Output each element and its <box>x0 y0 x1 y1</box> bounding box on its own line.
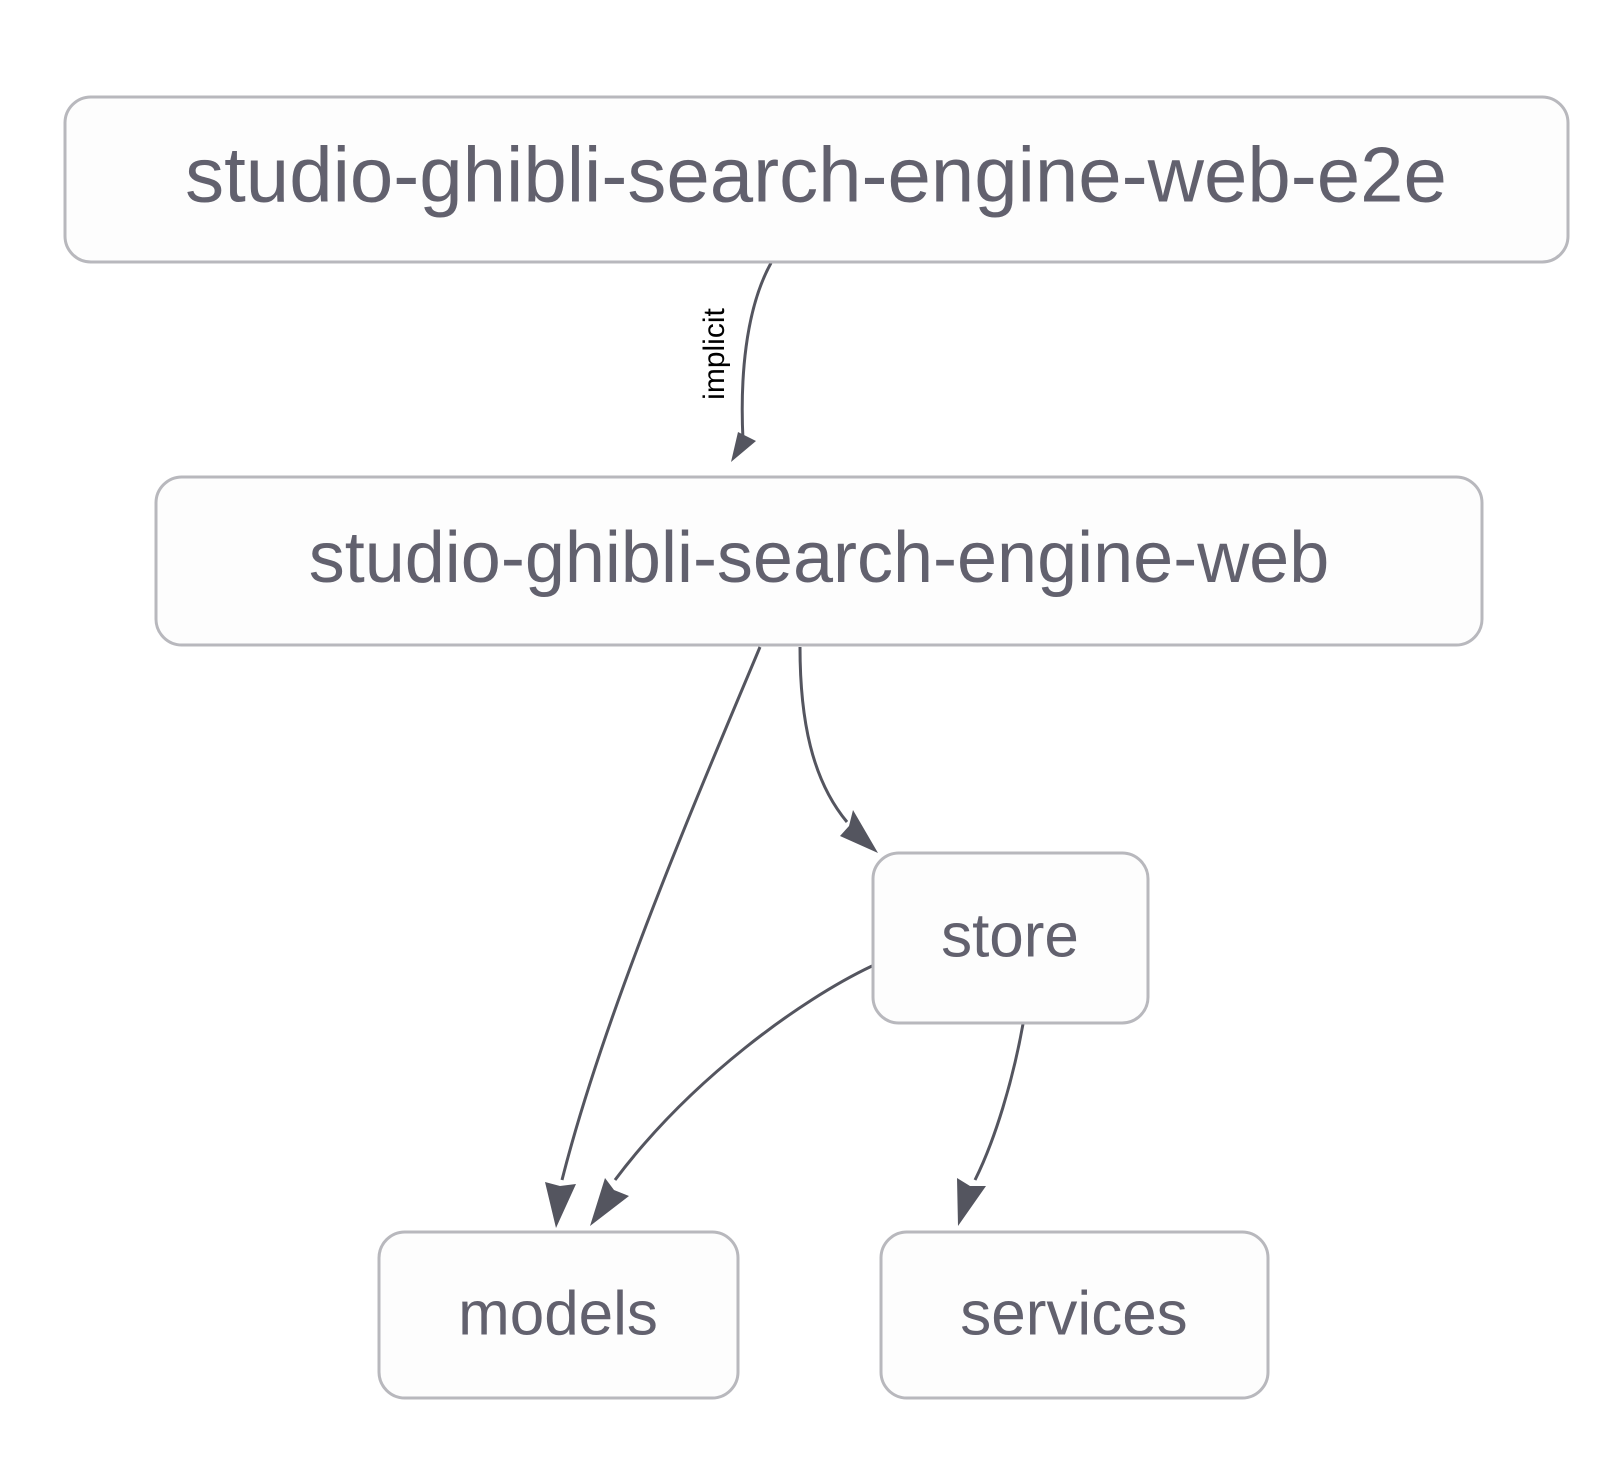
arrowhead-icon <box>545 1182 576 1228</box>
arrowhead-icon <box>731 432 756 462</box>
node-services[interactable]: services <box>879 1230 1270 1400</box>
node-box <box>63 95 1570 264</box>
edge-web-to-store[interactable] <box>798 646 878 853</box>
arrowhead-icon <box>957 1178 986 1226</box>
edge-layer: implicit <box>545 262 1025 1228</box>
edge-e2e-to-web[interactable]: implicit <box>698 262 773 462</box>
node-box <box>871 851 1150 1025</box>
node-box <box>879 1230 1270 1400</box>
edge-store-to-models[interactable] <box>590 964 873 1226</box>
node-studio-ghibli-search-engine-web[interactable]: studio-ghibli-search-engine-web <box>154 475 1484 647</box>
node-label: models <box>458 1279 658 1348</box>
edge-label-implicit: implicit <box>698 308 731 400</box>
node-box <box>377 1230 740 1400</box>
node-store[interactable]: store <box>871 851 1150 1025</box>
node-models[interactable]: models <box>377 1230 740 1400</box>
node-box <box>154 475 1484 647</box>
node-label: studio-ghibli-search-engine-web <box>309 518 1330 598</box>
node-label: studio-ghibli-search-engine-web-e2e <box>185 131 1447 219</box>
node-label: services <box>960 1279 1187 1348</box>
arrowhead-icon <box>590 1178 629 1226</box>
edge-store-to-services[interactable] <box>957 1023 1025 1226</box>
node-studio-ghibli-search-engine-web-e2e[interactable]: studio-ghibli-search-engine-web-e2e <box>63 95 1570 264</box>
arrowhead-icon <box>840 810 878 853</box>
node-label: store <box>941 901 1079 970</box>
edge-web-to-models[interactable] <box>545 646 762 1228</box>
node-layer: studio-ghibli-search-engine-web-e2e stud… <box>63 95 1570 1400</box>
